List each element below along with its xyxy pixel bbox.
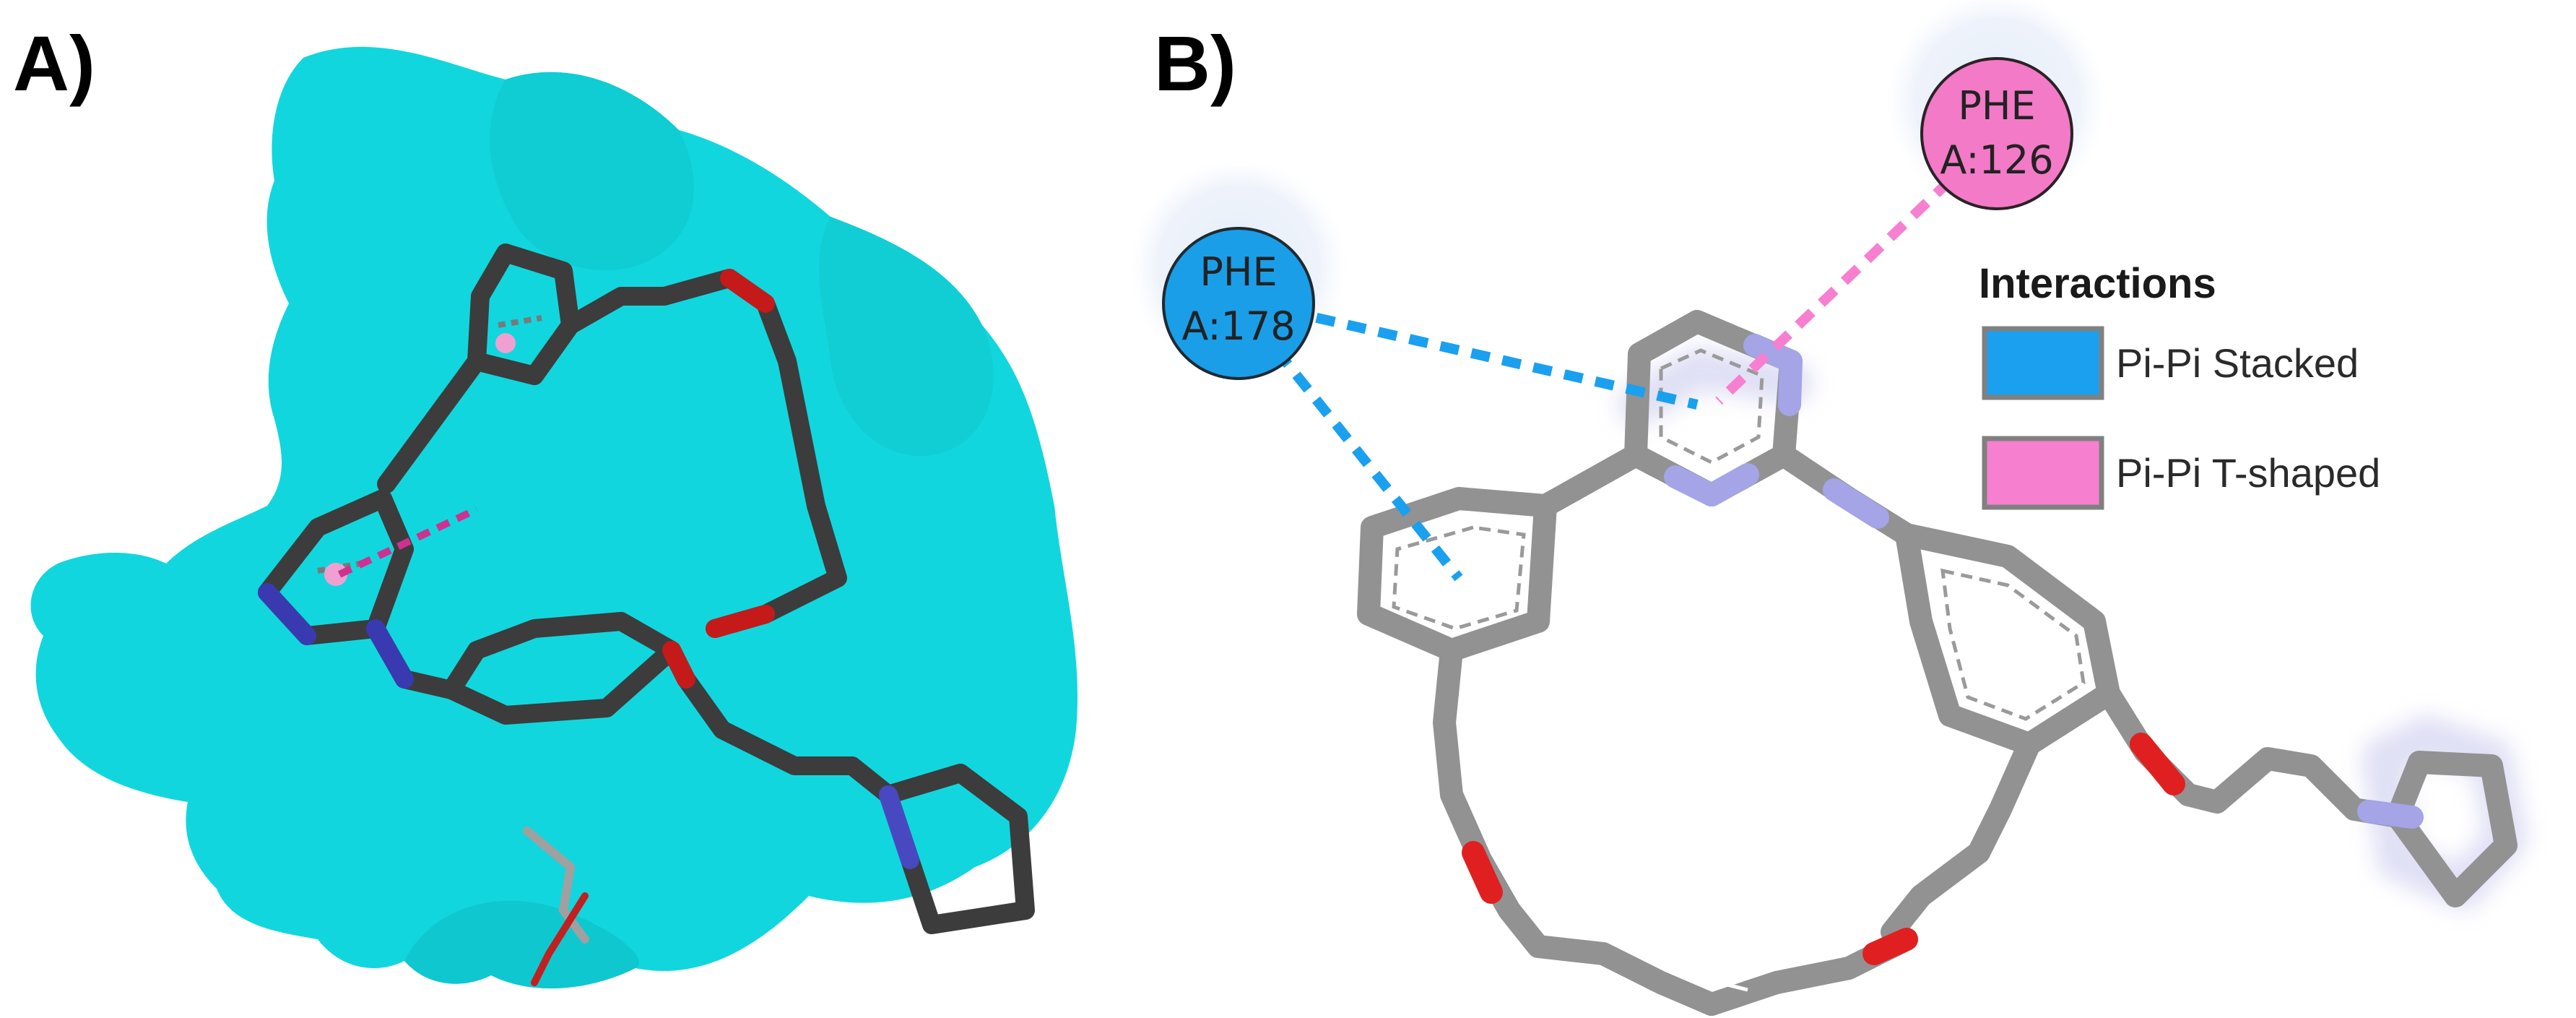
protein-surface-shade (490, 72, 694, 271)
ligand-2d-heteroatoms (1462, 334, 2424, 965)
pi-stacked-line-1 (1284, 306, 1699, 410)
pi-tshaped-line (1715, 176, 1953, 405)
right-phenyl-ring-2d (1895, 523, 2120, 756)
legend-title: Interactions (1979, 260, 2216, 307)
centroid-top (495, 333, 516, 353)
interactions-legend: Interactions Pi-Pi Stacked Pi-Pi T-shape… (1979, 260, 2380, 510)
ligand-2d-bonds (1357, 310, 2518, 1016)
protein-surface (30, 46, 1078, 989)
residue-phe126-name: PHE (1958, 83, 2035, 129)
aromatic-dashes-2d (1392, 348, 2086, 721)
pyrrolidine-ring-3d (879, 764, 1035, 934)
legend-label-pi-stacked: Pi-Pi Stacked (2116, 340, 2359, 386)
protein-surface-shade-2 (819, 217, 994, 457)
residue-phe178: PHE A:178 (1162, 227, 1315, 380)
legend-swatch-pi-stacked (1982, 326, 2104, 400)
panel-b: B) (1130, 0, 2528, 1016)
centroid-pyrimidine (324, 563, 347, 586)
panel-a: A) (13, 20, 1078, 989)
residue-bubble-phe126 (1920, 57, 2073, 210)
lower-phenyl-ring (442, 612, 681, 725)
residue-phe178-id: A:178 (1181, 303, 1295, 349)
residue-phe126-id: A:126 (1940, 137, 2053, 183)
pi-stacked-line-2 (1252, 322, 1463, 582)
residue-stick-bottom (523, 827, 589, 986)
residue-phe126: PHE A:126 (1920, 57, 2073, 210)
panel-b-label: B) (1154, 20, 1236, 107)
ligand-atoms-3d (258, 269, 919, 869)
residue-phe178-name: PHE (1200, 249, 1277, 295)
left-phenyl-ring-2d (1357, 487, 1557, 662)
pyrrolidine-ring-2d (2386, 751, 2518, 907)
legend-label-pi-tshaped: Pi-Pi T-shaped (2116, 450, 2380, 496)
protein-surface-shade-3 (404, 900, 640, 989)
legend-swatch-pi-tshaped (1982, 436, 2104, 510)
aromatic-markers-3d (317, 315, 542, 586)
interaction-lines (1252, 176, 1953, 582)
macrocycle-double-bond (1689, 973, 1748, 992)
panel-a-label: A) (13, 20, 95, 107)
residue-bubble-phe178 (1162, 227, 1315, 380)
